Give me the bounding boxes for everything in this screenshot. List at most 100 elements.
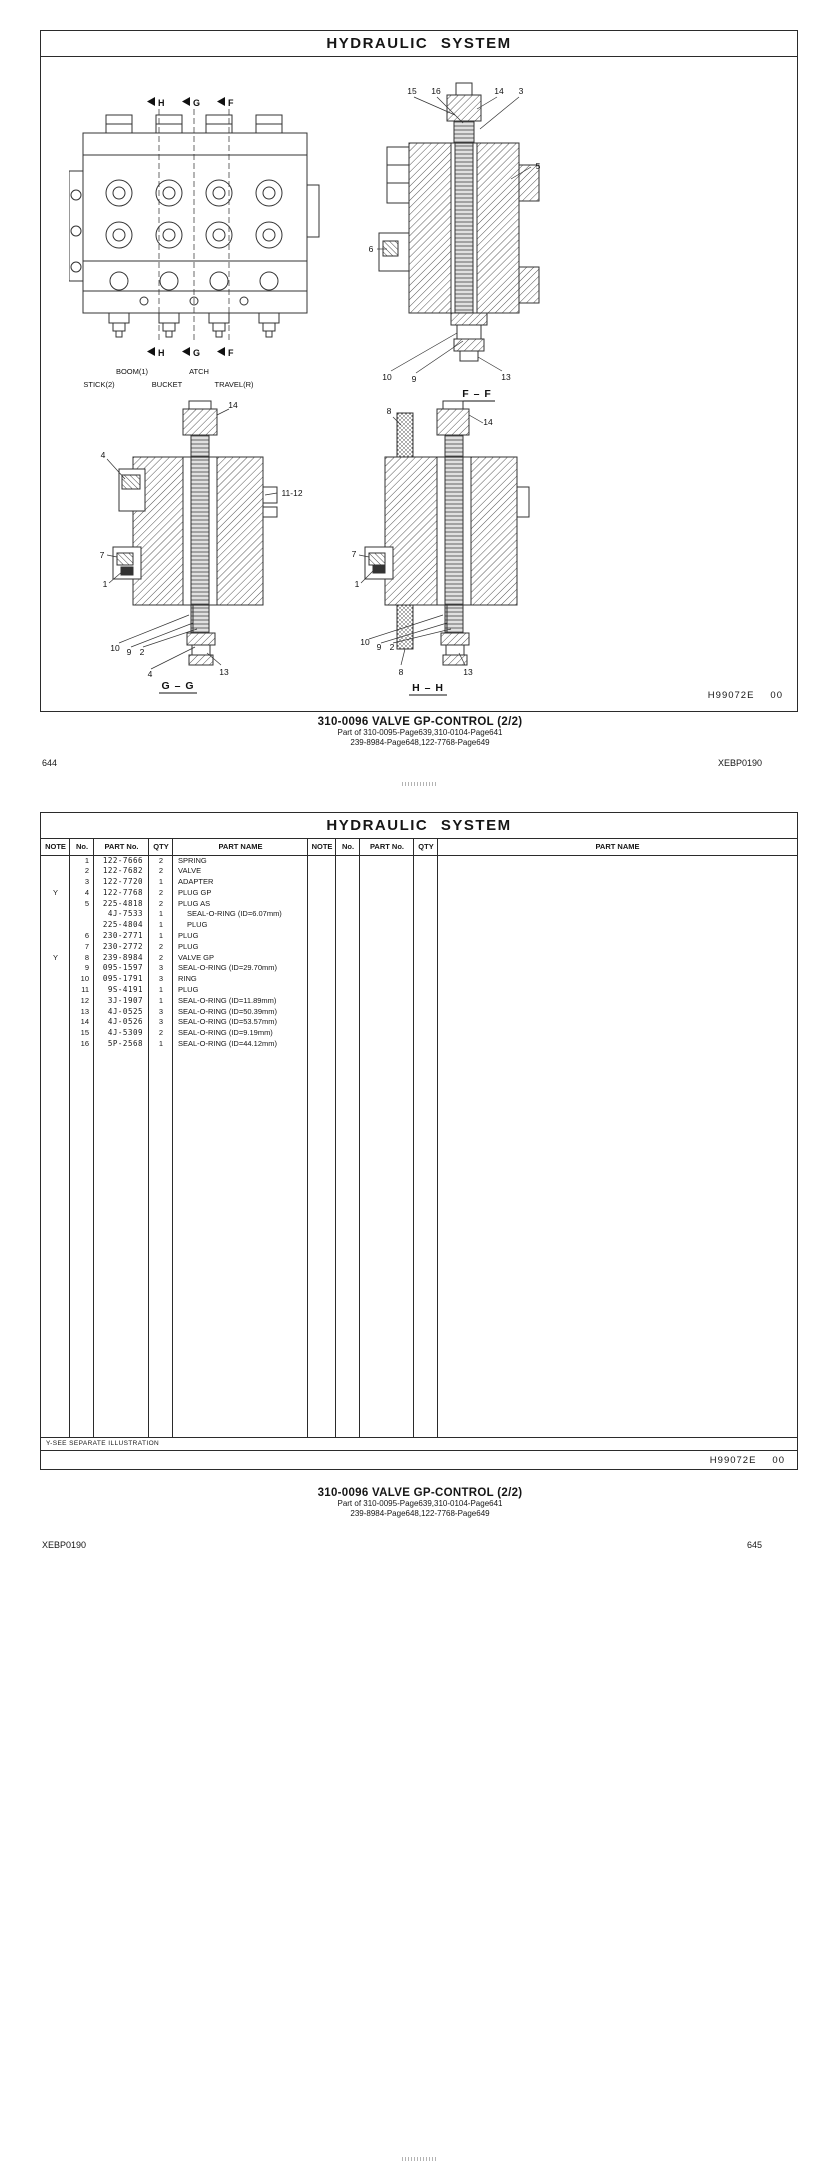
cell: 225-4804 <box>102 920 143 930</box>
cell <box>438 931 797 942</box>
cell <box>70 920 94 931</box>
cell <box>41 909 70 920</box>
cell: 095-1597 <box>102 963 143 973</box>
cell: SEAL-O-RING (ID=6.07mm) <box>187 909 282 919</box>
cell <box>308 1039 336 1050</box>
cell <box>438 974 797 985</box>
cell <box>414 920 438 931</box>
page-footer-644: 644 XEBP0190 <box>42 758 762 768</box>
cell <box>308 920 336 931</box>
caption-title: 310-0096 VALVE GP-CONTROL (2/2) <box>317 716 523 728</box>
cell <box>438 899 797 910</box>
leader-lines <box>358 414 484 666</box>
cell: 4J-7533 <box>107 909 143 919</box>
doc-ref: XEBP0190 <box>42 1540 87 1550</box>
cell <box>438 953 797 964</box>
section-cut-lines <box>158 109 230 341</box>
callout-14: 14 <box>483 417 493 427</box>
cell: 7 <box>84 941 89 951</box>
col-header-part-name-2: PART NAME <box>438 839 797 856</box>
cell: Y <box>52 887 58 897</box>
page-title: HYDRAULIC SYSTEM <box>41 813 797 839</box>
cell: 2 <box>158 887 164 897</box>
cell: 239-8984 <box>102 952 143 962</box>
cell <box>414 942 438 953</box>
section-label-hh: H – H <box>412 682 444 694</box>
callout-8b: 8 <box>399 667 404 677</box>
cell <box>360 909 414 920</box>
cell: 3 <box>158 974 164 984</box>
cell <box>336 866 360 877</box>
section-label-gg: G – G <box>161 680 194 692</box>
cell: PLUG <box>178 931 199 941</box>
cell: 2 <box>158 855 164 865</box>
cell: 3 <box>84 877 89 887</box>
cell <box>336 1017 360 1028</box>
parts-table-header-row: NOTE No. PART No. QTY PART NAME NOTE No.… <box>41 839 797 856</box>
cell: 16 <box>80 1039 89 1049</box>
cell <box>308 877 336 888</box>
cell <box>41 899 70 910</box>
caption-title: 310-0096 VALVE GP-CONTROL (2/2) <box>317 1487 523 1499</box>
page-title: HYDRAULIC SYSTEM <box>41 31 797 57</box>
callout-10: 10 <box>110 643 120 653</box>
cell: SEAL-O-RING (ID=9.19mm) <box>178 1028 273 1038</box>
cell <box>308 931 336 942</box>
cell: 2 <box>158 1028 164 1038</box>
caption-line-1: Part of 310-0095-Page639,310-0104-Page64… <box>337 1499 503 1508</box>
section-hh-diagram: 8 14 7 1 10 9 2 8 13 H – H <box>352 400 530 696</box>
cell <box>360 866 414 877</box>
page-number: 645 <box>746 1540 762 1550</box>
cell: 11 <box>81 985 89 995</box>
section-gg-diagram: 14 4 11-12 7 1 10 9 2 4 13 G – G <box>100 400 303 694</box>
cell <box>308 866 336 877</box>
cell <box>438 909 797 920</box>
footnote: Y-SEE SEPARATE ILLUSTRATION <box>41 1437 797 1450</box>
callout-11-12: 11-12 <box>281 488 302 498</box>
cell <box>336 1039 360 1050</box>
col-header-note: NOTE <box>41 839 70 856</box>
callout-14: 14 <box>494 86 504 96</box>
page-footer-645: XEBP0190 645 <box>42 1540 762 1550</box>
cell <box>336 996 360 1007</box>
cell <box>336 1028 360 1039</box>
cell <box>308 899 336 910</box>
cell <box>360 953 414 964</box>
cell: SPRING <box>178 855 207 865</box>
cell <box>41 974 70 985</box>
cell: PLUG GP <box>178 887 212 897</box>
cell <box>308 953 336 964</box>
cell <box>41 855 70 866</box>
cell <box>438 963 797 974</box>
cell <box>308 963 336 974</box>
col-header-part-no-2: PART No. <box>360 839 414 856</box>
cell <box>336 953 360 964</box>
cell <box>41 1039 70 1050</box>
cell <box>336 920 360 931</box>
port-label-travel: TRAVEL(R) <box>214 380 254 389</box>
callout-6: 6 <box>369 244 374 254</box>
cell <box>360 855 414 866</box>
cell <box>41 1007 70 1018</box>
valve-body-outline <box>69 114 320 338</box>
cell <box>41 985 70 996</box>
cell: 1 <box>158 985 164 995</box>
cell <box>438 1017 797 1028</box>
col-header-part-no: PART No. <box>94 839 149 856</box>
cell <box>308 855 336 866</box>
cell <box>41 942 70 953</box>
cell: 230-2772 <box>102 941 143 951</box>
cell <box>308 1028 336 1039</box>
port-label-atch: ATCH <box>189 367 209 376</box>
table-column-lines <box>41 839 797 1437</box>
cell <box>438 1028 797 1039</box>
section-marker-bottom-g: G <box>193 348 200 358</box>
cell <box>414 877 438 888</box>
section-hh-outline <box>364 400 530 666</box>
cell: 4J-5309 <box>107 1028 143 1038</box>
